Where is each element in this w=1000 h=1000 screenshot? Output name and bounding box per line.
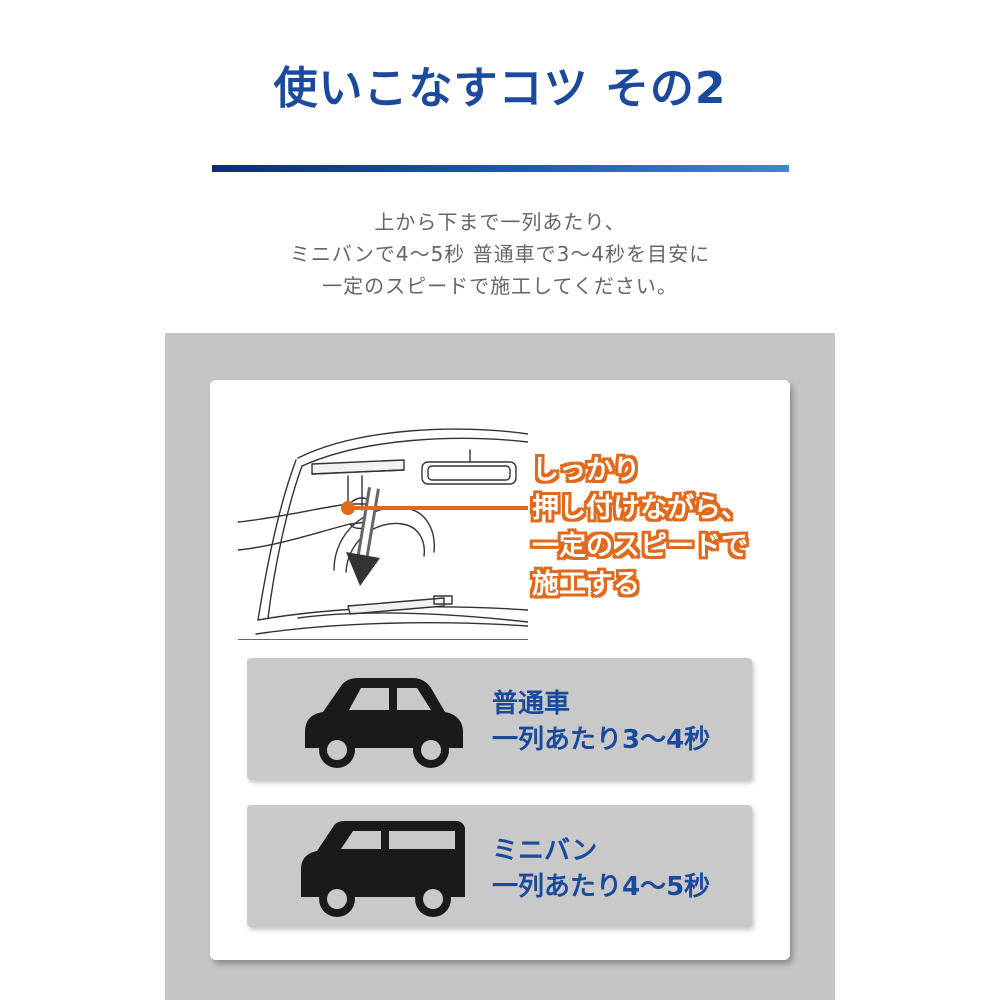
header-section: 使いこなすコツ その2 上から下まで一列あたり、 ミニバンで4〜5秒 普通車で3… (165, 0, 835, 333)
instruction-section: しっかり 押し付けながら、 一定のスピードで 施工する (165, 333, 835, 1000)
sedan-info-box: 普通車 一列あたり3〜4秒 (247, 658, 752, 780)
sedan-car-icon (305, 678, 463, 768)
minivan-info-text: ミニバン 一列あたり4〜5秒 (492, 833, 710, 905)
callout-line-4: 施工する (532, 569, 640, 600)
minivan-info-box: ミニバン 一列あたり4〜5秒 (247, 805, 752, 927)
intro-line-2: ミニバンで4〜5秒 普通車で3〜4秒を目安に (289, 242, 711, 266)
intro-line-3: 一定のスピードで施工してください。 (322, 274, 678, 298)
intro-line-1: 上から下まで一列あたり、 (374, 210, 626, 234)
minivan-time: 一列あたり4〜5秒 (492, 872, 711, 902)
callout-line-3: 一定のスピードで (532, 531, 748, 562)
page-title: 使いこなすコツ その2 (273, 63, 727, 114)
intro-text: 上から下まで一列あたり、 ミニバンで4〜5秒 普通車で3〜4秒を目安に 一定のス… (165, 206, 835, 302)
callout-line-2: 押し付けながら、 (532, 493, 748, 524)
minivan-car-icon (301, 821, 465, 917)
minivan-name: ミニバン (492, 836, 598, 866)
sedan-name: 普通車 (492, 689, 571, 719)
sedan-time: 一列あたり3〜4秒 (492, 725, 711, 755)
content-column: 使いこなすコツ その2 上から下まで一列あたり、 ミニバンで4〜5秒 普通車で3… (165, 0, 835, 1000)
sedan-info-text: 普通車 一列あたり3〜4秒 (492, 686, 710, 758)
instruction-card: しっかり 押し付けながら、 一定のスピードで 施工する (210, 380, 790, 960)
callout-line-1: しっかり (532, 455, 640, 486)
title-underline (212, 165, 789, 172)
technique-callout: しっかり 押し付けながら、 一定のスピードで 施工する (532, 452, 748, 604)
windshield-wiping-icon (238, 428, 528, 640)
